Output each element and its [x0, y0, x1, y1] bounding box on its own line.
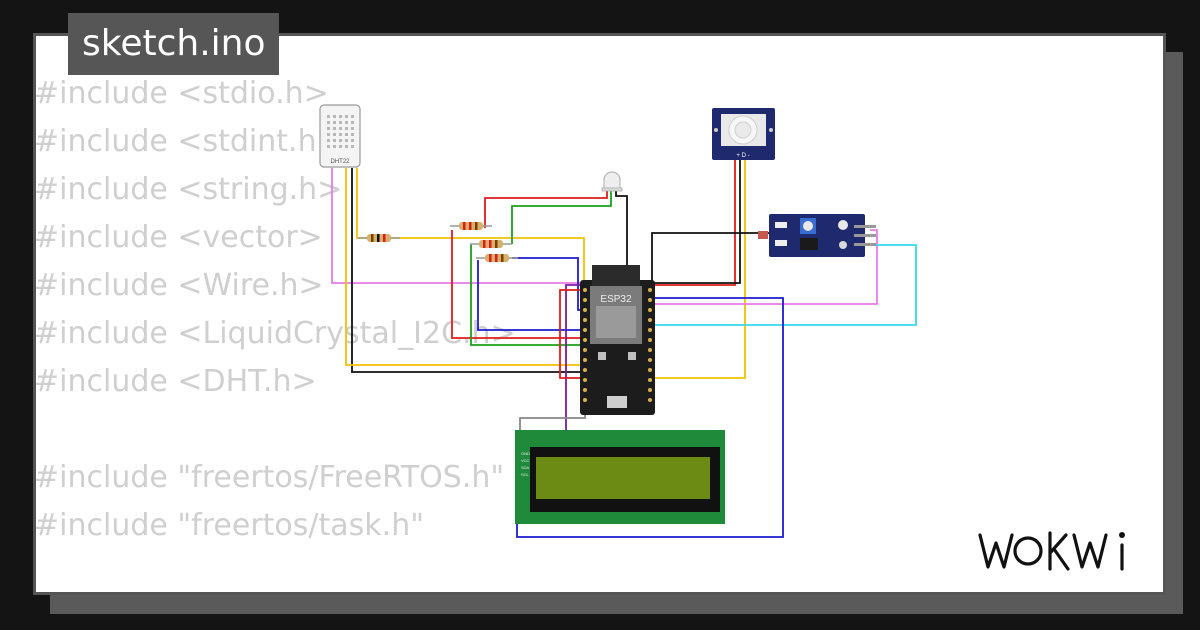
code-line: #include <DHT.h>: [34, 364, 317, 399]
lcd-pin-vcc: VCC: [521, 458, 530, 463]
wire-green-res: [470, 244, 585, 346]
dht22-label: DHT22: [330, 159, 350, 165]
resistor[interactable]: [358, 234, 400, 242]
code-line: #include <vector>: [34, 220, 323, 255]
pir-sensor[interactable]: + D -: [712, 108, 775, 160]
wires: [331, 160, 917, 538]
dht22-sensor[interactable]: DHT22: [319, 104, 361, 168]
file-tab[interactable]: sketch.ino: [68, 13, 280, 75]
wire-black-led: [615, 190, 628, 272]
code-preview: #include <stdio.h> #include <stdint.h> #in…: [34, 70, 516, 550]
resistor[interactable]: [470, 240, 512, 248]
code-line: #include <stdio.h>: [34, 76, 329, 111]
resistor[interactable]: [450, 222, 492, 230]
code-line: #include "freertos/FreeRTOS.h": [34, 460, 505, 495]
code-line: #include <string.h>: [34, 172, 343, 207]
code-line: #include <Wire.h>: [34, 268, 324, 303]
pir-pin-labels: + D -: [736, 153, 749, 159]
wire-yellow-dht-res: [356, 168, 585, 300]
code-line: #include "freertos/task.h": [34, 508, 424, 543]
lcd-pin-scl: SCL: [521, 472, 530, 477]
wire-blue-res: [477, 260, 585, 331]
wire-black-pir: [652, 160, 741, 284]
wire-cyan-ldr: [585, 244, 917, 326]
rgb-led[interactable]: [601, 171, 623, 192]
resistor[interactable]: [476, 254, 518, 262]
lcd-pin-sda: SDA: [521, 465, 530, 470]
wire-red-res: [451, 230, 585, 339]
wire-red-pir: [652, 160, 736, 286]
wire-black-dht: [351, 168, 585, 373]
wire-red-esp: [559, 289, 585, 379]
lcd-display[interactable]: GND VCC SDA SCL: [515, 430, 725, 524]
wire-magenta-dht: [331, 168, 585, 284]
wokwi-logo[interactable]: [976, 527, 1148, 575]
wire-green-led: [511, 190, 612, 244]
wire-yellow-dht: [345, 168, 585, 366]
lcd-pin-gnd: GND: [521, 451, 530, 456]
esp32-board[interactable]: ESP32: [580, 265, 655, 415]
code-line: #include <stdint.h>: [34, 124, 342, 159]
wire-black-ldr: [651, 232, 770, 290]
light-sensor-module[interactable]: [758, 214, 876, 257]
esp32-label: ESP32: [600, 294, 632, 305]
wire-magenta-ldr: [652, 229, 878, 305]
wire-red-led: [484, 190, 608, 228]
wire-blue-res2: [512, 257, 585, 311]
wire-yellow-pir: [652, 160, 746, 379]
